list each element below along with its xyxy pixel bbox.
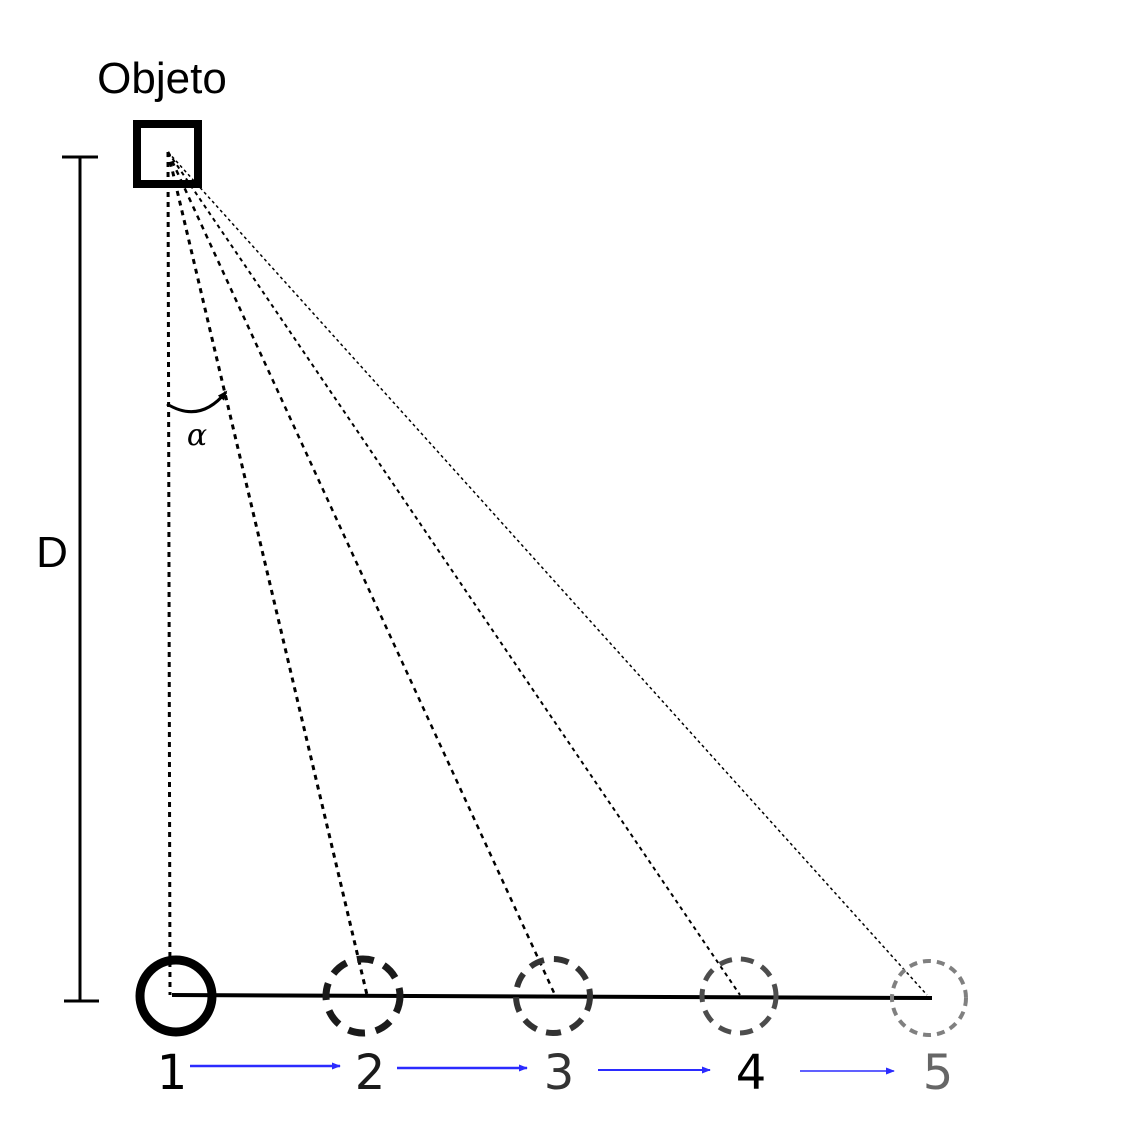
object-label: Objeto bbox=[97, 54, 227, 103]
position-label-1: 1 bbox=[157, 1045, 188, 1101]
position-circle-4 bbox=[699, 956, 779, 1036]
position-circle-1 bbox=[135, 955, 217, 1037]
sight-lines bbox=[166, 151, 928, 996]
angle-label: α bbox=[187, 418, 207, 453]
position-circle-3 bbox=[513, 956, 593, 1036]
baseline bbox=[171, 993, 933, 1000]
position-label-5: 5 bbox=[923, 1045, 954, 1101]
movement-arrows bbox=[190, 1062, 895, 1075]
position-circle-2 bbox=[322, 955, 404, 1037]
sight-line-2 bbox=[166, 151, 369, 996]
sight-line-1 bbox=[166, 151, 172, 996]
sight-line-5 bbox=[167, 151, 928, 996]
distance-bracket bbox=[62, 155, 99, 1003]
angle-arc bbox=[166, 390, 228, 414]
distance-label: D bbox=[36, 528, 68, 577]
sight-line-3 bbox=[166, 151, 557, 996]
position-circle-5 bbox=[890, 959, 968, 1037]
position-label-2: 2 bbox=[355, 1045, 386, 1101]
position-label-3: 3 bbox=[544, 1045, 575, 1101]
position-label-4: 4 bbox=[736, 1045, 767, 1101]
sight-line-4 bbox=[167, 151, 741, 996]
